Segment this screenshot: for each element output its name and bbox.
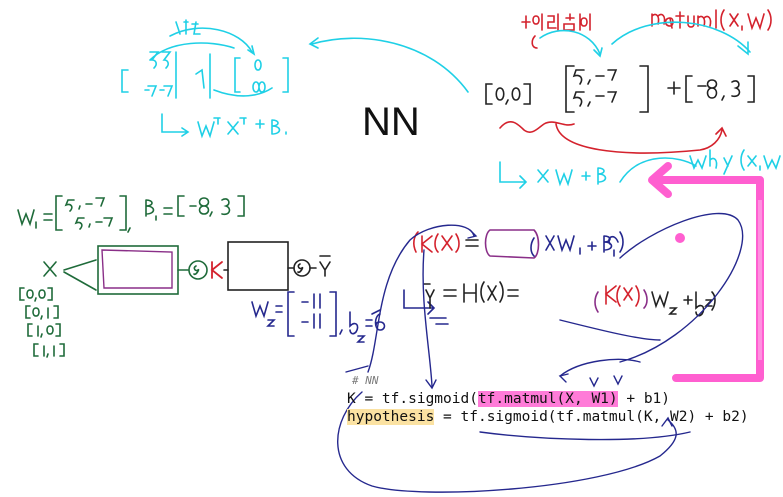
code-line1-tail: + b1) (617, 391, 671, 407)
equation-strokes (413, 229, 716, 325)
black-box-2 (223, 241, 331, 291)
cyan-arcs-right (499, 21, 781, 189)
slide-title: NN (362, 100, 420, 144)
code-line2-rest: = tf.sigmoid(tf.matmul(K, W2) + b2) (434, 409, 749, 425)
code-var-k: K (347, 391, 356, 407)
code-line-2: hypothesis = tf.sigmoid(tf.matmul(K, W2)… (347, 409, 749, 425)
red-k (210, 261, 223, 279)
green-diagram (17, 195, 245, 358)
red-note-strokes (499, 9, 772, 154)
cyan-matrix-sketch (121, 19, 469, 139)
code-line1-eq: = tf.sigmoid( (355, 391, 478, 407)
black-matrix-sketch (485, 65, 755, 113)
code-matmul-highlight: tf.matmul(X, W1) (477, 391, 618, 407)
code-line-1: K = tf.sigmoid(tf.matmul(X, W1) + b1) (347, 391, 670, 407)
navy-w2 (251, 289, 436, 343)
pink-arrow (648, 162, 764, 382)
code-comment: # NN (352, 374, 379, 387)
navy-loops (337, 212, 744, 493)
code-var-hypothesis: hypothesis (347, 409, 435, 425)
